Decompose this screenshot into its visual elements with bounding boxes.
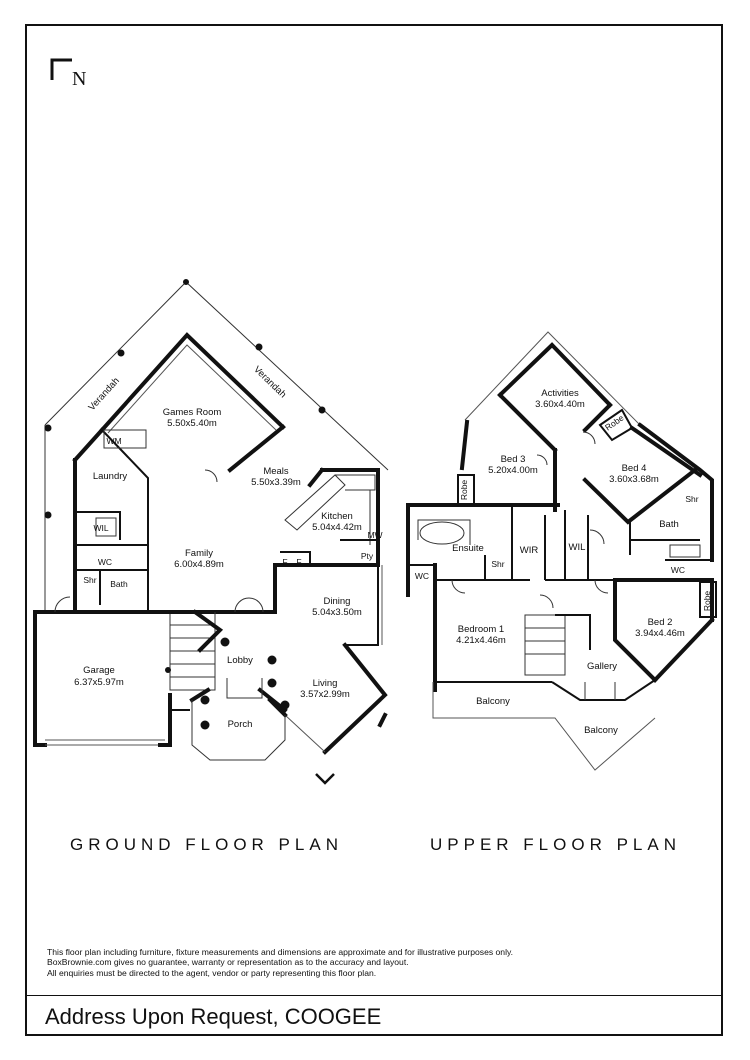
label-bed2: Bed 2: [648, 617, 673, 628]
ground-floor-plan: [33, 279, 389, 785]
label-shr-upper-2: Shr: [491, 559, 504, 569]
label-games-room-dim: 5.50x5.40m: [167, 418, 217, 429]
label-meals-dim: 5.50x3.39m: [251, 477, 301, 488]
label-meals: Meals: [263, 466, 289, 477]
label-wc-ground: WC: [98, 557, 112, 567]
label-balcony-2: Balcony: [584, 725, 618, 736]
label-wil-upper: WIL: [569, 542, 586, 553]
label-robe-2: Robe: [603, 412, 626, 432]
label-ensuite: Ensuite: [452, 543, 484, 554]
north-arrow-icon: N: [50, 58, 86, 90]
label-bed3-dim: 5.20x4.00m: [488, 465, 538, 476]
label-robe-1: Robe: [459, 480, 469, 501]
address-divider: [27, 995, 721, 996]
label-bed2-dim: 3.94x4.46m: [635, 628, 685, 639]
label-verandah-1: Verandah: [86, 376, 121, 414]
label-shr-upper-1: Shr: [685, 494, 698, 504]
north-label: N: [72, 68, 86, 90]
upper-floor-title: UPPER FLOOR PLAN: [430, 835, 681, 854]
label-bed4-dim: 3.60x3.68m: [609, 474, 659, 485]
label-bath-upper: Bath: [659, 519, 679, 530]
upper-floor-plan: [406, 331, 717, 771]
plan-frame: [25, 24, 723, 1036]
label-wil-ground: WIL: [93, 523, 108, 533]
label-kitchen: Kitchen: [321, 511, 353, 522]
label-bedroom1: Bedroom 1: [458, 624, 504, 635]
label-gallery: Gallery: [587, 661, 617, 672]
label-bedroom1-dim: 4.21x4.46m: [456, 635, 506, 646]
label-activities: Activities: [541, 388, 579, 399]
label-robe-3: Robe: [702, 591, 712, 612]
label-verandah-2: Verandah: [251, 364, 288, 400]
label-laundry: Laundry: [93, 471, 128, 482]
disclaimer-line-1: This floor plan including furniture, fix…: [47, 947, 514, 957]
label-kitchen-dim: 5.04x4.42m: [312, 522, 362, 533]
label-wir: WIR: [520, 545, 539, 556]
label-dining-dim: 5.04x3.50m: [312, 607, 362, 618]
label-bed4: Bed 4: [622, 463, 647, 474]
label-wc-upper-2: WC: [415, 571, 429, 581]
property-address: Address Upon Request, COOGEE: [45, 1004, 382, 1029]
label-balcony-1: Balcony: [476, 696, 510, 707]
label-games-room: Games Room: [163, 407, 222, 418]
ground-floor-title: GROUND FLOOR PLAN: [70, 835, 343, 854]
label-lobby: Lobby: [227, 655, 253, 666]
label-living: Living: [313, 678, 338, 689]
label-wc-upper-1: WC: [671, 565, 685, 575]
label-living-dim: 3.57x2.99m: [300, 689, 350, 700]
label-activities-dim: 3.60x4.40m: [535, 399, 585, 410]
label-mw: MW: [367, 530, 382, 540]
label-family-dim: 6.00x4.89m: [174, 559, 224, 570]
label-pty: Pty: [361, 551, 374, 561]
label-shr-ground: Shr: [83, 575, 96, 585]
label-bed3: Bed 3: [501, 454, 526, 465]
disclaimer-line-3: All enquiries must be directed to the ag…: [47, 967, 377, 978]
label-porch: Porch: [228, 719, 253, 730]
label-bath-ground: Bath: [110, 579, 128, 589]
label-wm: WM: [106, 436, 121, 446]
disclaimer: This floor plan including furniture, fix…: [47, 947, 567, 978]
disclaimer-line-2: BoxBrownie.com gives no guarantee, warra…: [47, 957, 409, 968]
label-dining: Dining: [324, 596, 351, 607]
label-f1: F: [282, 557, 287, 567]
label-garage: Garage: [83, 665, 115, 676]
label-family: Family: [185, 548, 213, 559]
label-f2: F: [296, 557, 301, 567]
label-garage-dim: 6.37x5.97m: [74, 677, 124, 688]
